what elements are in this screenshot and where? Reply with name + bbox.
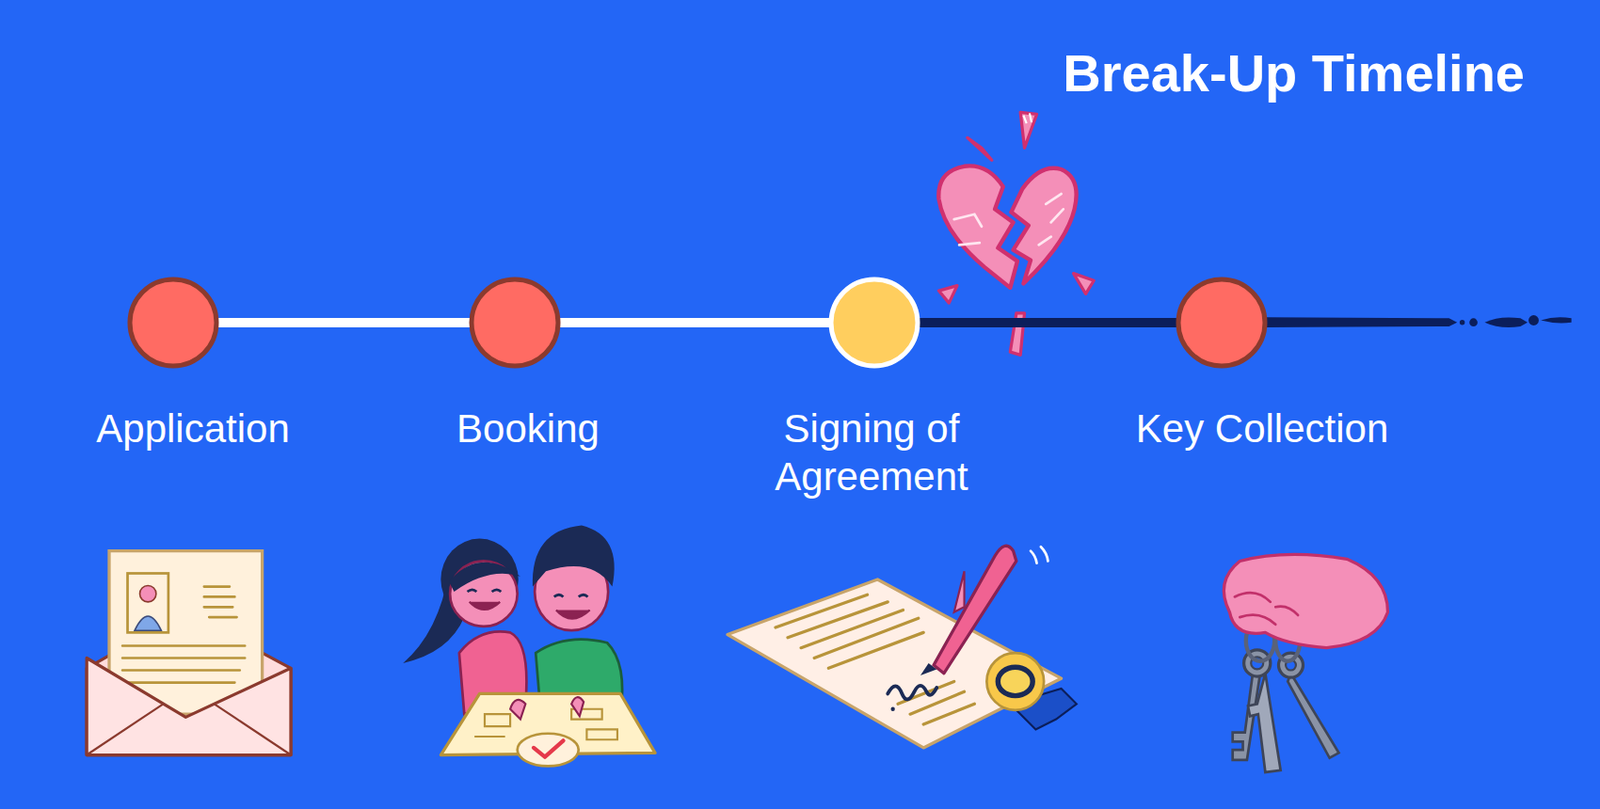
timeline-tail-part: [1264, 317, 1457, 328]
broken-heart-part: [967, 137, 992, 160]
envelope-icon-part: [122, 587, 245, 684]
contract-illustration: [727, 545, 1077, 749]
broken-heart-part: [954, 193, 1064, 245]
broken-heart-part: [938, 286, 958, 304]
keys-illustration-part: [1223, 554, 1388, 648]
milestone-circle: [1174, 275, 1269, 370]
broken-heart-part: [1023, 112, 1032, 124]
broken-heart-part: [938, 165, 1018, 288]
milestone-dot: [831, 279, 918, 367]
broken-heart-part: [1020, 112, 1037, 148]
timeline-tail-part: [1459, 320, 1465, 325]
broken-heart-part: [1010, 168, 1076, 285]
couple-illustration-part: [469, 602, 501, 610]
contract-illustration-part: [890, 707, 895, 712]
couple-illustration-part: [448, 562, 521, 592]
milestone-label: Signing of Agreement: [753, 404, 990, 501]
timeline-tail-part: [1540, 317, 1572, 323]
envelope-icon-part: [86, 657, 291, 755]
milestone-circle: [827, 275, 922, 370]
envelope-icon-part: [140, 585, 157, 602]
milestone-circle: [467, 275, 562, 370]
timeline-tail-part: [1528, 315, 1539, 326]
milestone-dot: [1178, 279, 1265, 367]
timeline-tail-part: [1484, 317, 1528, 328]
couple-illustration-part: [533, 740, 563, 757]
milestone-circle: [126, 275, 221, 370]
contract-illustration-part: [1030, 546, 1048, 563]
keys-illustration: [1223, 554, 1388, 773]
broken-heart-part: [1073, 273, 1095, 295]
couple-illustration-part: [532, 526, 615, 588]
envelope-icon-part: [128, 573, 169, 633]
timeline-segment: [218, 318, 470, 328]
timeline-milestone: Booking: [467, 275, 562, 370]
timeline-segment: [919, 318, 1177, 328]
timeline-segment: [560, 318, 830, 328]
milestone-dot: [471, 279, 559, 367]
contract-illustration-part: [986, 653, 1044, 711]
couple-illustration: [402, 526, 656, 768]
timeline-tail-part: [1469, 318, 1478, 327]
timeline-milestone: Application: [126, 275, 221, 370]
milestone-label: Application: [96, 404, 289, 453]
timeline-milestone: Signing of Agreement: [827, 275, 922, 370]
contract-illustration-part: [727, 579, 1062, 749]
milestone-label: Key Collection: [1136, 404, 1389, 453]
contract-illustration-part: [933, 545, 1017, 674]
couple-illustration-part: [510, 697, 584, 720]
timeline-tail: [1264, 315, 1571, 328]
couple-illustration-part: [467, 590, 502, 592]
envelope-icon: [86, 551, 291, 756]
diagram-title: Break-Up Timeline: [1062, 43, 1525, 104]
couple-illustration-part: [556, 610, 591, 620]
envelope-icon-part: [134, 616, 161, 631]
milestone-dot: [129, 279, 217, 367]
timeline-milestone: Key Collection: [1174, 275, 1269, 370]
keys-illustration-part: [1287, 673, 1339, 759]
contract-illustration-part: [954, 571, 965, 612]
couple-illustration-part: [554, 594, 589, 597]
keys-illustration-part: [1248, 673, 1281, 773]
envelope-icon-part: [86, 704, 291, 755]
contract-illustration-part: [887, 686, 937, 701]
contract-illustration-part: [997, 667, 1033, 696]
couple-illustration-part: [517, 734, 579, 768]
keys-illustration-part: [1234, 592, 1298, 625]
milestone-label: Booking: [456, 404, 600, 453]
